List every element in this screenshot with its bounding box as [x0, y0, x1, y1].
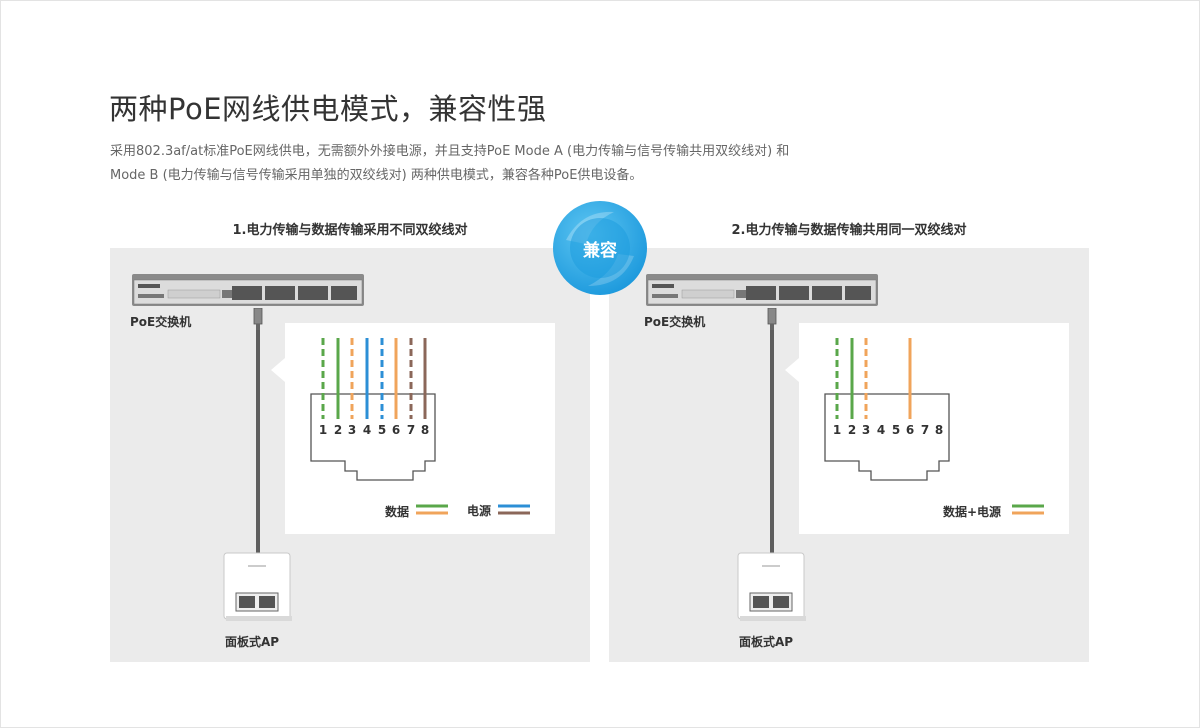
pin-label: 3 [348, 423, 356, 437]
pin-label: 7 [407, 423, 415, 437]
description-line-2: Mode B (电力传输与信号传输采用单独的双绞线对) 两种供电模式，兼容各种P… [110, 168, 643, 183]
pin-label: 8 [935, 423, 943, 437]
pin-label: 5 [378, 423, 386, 437]
pin-label: 5 [892, 423, 900, 437]
page-title: 两种PoE网线供电模式，兼容性强 [109, 92, 547, 126]
left-ap-label: 面板式AP [225, 635, 280, 649]
panel-ap-icon [223, 552, 292, 621]
pin-label: 4 [877, 423, 885, 437]
left-switch-label: PoE交换机 [130, 315, 192, 329]
pin-label: 1 [833, 423, 841, 437]
pin-label: 3 [862, 423, 870, 437]
legend-combined-label: 数据+电源 [943, 505, 1002, 519]
pin-label: 8 [421, 423, 429, 437]
rj45-plug-icon [767, 308, 777, 332]
compat-badge-label: 兼容 [583, 241, 617, 261]
pin-label: 7 [921, 423, 929, 437]
description: 采用802.3af/at标准PoE网线供电，无需额外外接电源，并且支持PoE M… [110, 140, 970, 188]
panel-ap-icon [737, 552, 806, 621]
pin-label: 1 [319, 423, 327, 437]
mode-a-wiring-card: 1 2 3 4 5 6 7 8 数据 电源 [285, 323, 555, 534]
left-card-pointer [271, 358, 285, 382]
mode-b-wiring-card: 1 2 3 4 5 6 7 8 数据+电源 [799, 323, 1069, 534]
ethernet-cable [256, 330, 260, 554]
pin-label: 6 [906, 423, 914, 437]
pin-label: 4 [363, 423, 371, 437]
right-ap-label: 面板式AP [739, 635, 794, 649]
rj45-plug-icon [253, 308, 263, 332]
compat-badge-icon [553, 201, 647, 295]
legend-power-label: 电源 [467, 504, 492, 518]
ethernet-cable [770, 330, 774, 554]
pin-label: 6 [392, 423, 400, 437]
right-card-pointer [785, 358, 799, 382]
rj45-pinout-mode-b: 1 2 3 4 5 6 7 8 [824, 338, 1044, 515]
legend-data-label: 数据 [385, 505, 410, 519]
mode-b-heading: 2.电力传输与数据传输共用同一双绞线对 [731, 223, 967, 238]
pin-label: 2 [848, 423, 856, 437]
mode-a-heading: 1.电力传输与数据传输采用不同双绞线对 [232, 223, 468, 238]
rj45-pinout-mode-a: 1 2 3 4 5 6 7 8 [310, 338, 530, 515]
description-line-1: 采用802.3af/at标准PoE网线供电，无需额外外接电源，并且支持PoE M… [110, 144, 790, 159]
pin-label: 2 [334, 423, 342, 437]
right-switch-label: PoE交换机 [644, 315, 706, 329]
poe-switch-icon [132, 274, 364, 306]
poe-switch-icon [646, 274, 878, 306]
